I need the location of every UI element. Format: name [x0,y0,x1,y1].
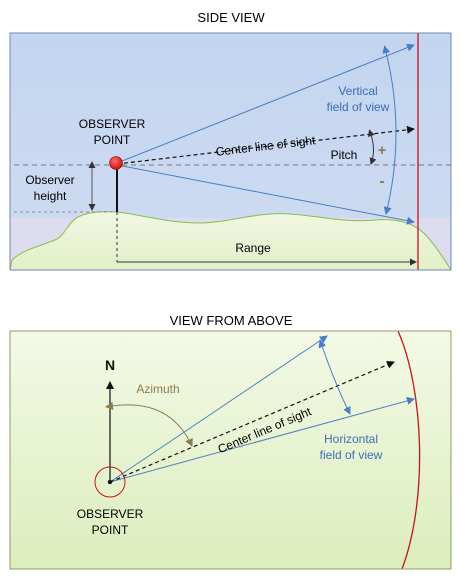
vertical-fov-label-2: field of view [327,100,390,114]
top-view-panel: N Azimuth Center line of sight Horizonta… [9,330,452,570]
vertical-fov-arc [382,45,397,215]
pitch-label: Pitch [331,148,358,162]
top-observer-point-label-1: OBSERVER [77,507,144,521]
azimuth-label: Azimuth [136,382,179,396]
horizontal-fov-label-2: field of view [320,448,383,462]
lower-view-ray [116,164,415,225]
horizontal-fov-arc [318,339,351,415]
horizontal-fov-label-1: Horizontal [324,432,378,446]
north-label: N [105,357,115,373]
center-line-of-sight-top [109,361,395,483]
upper-view-ray [116,43,415,164]
top-view-background [10,331,451,569]
observer-point-dot [107,479,113,485]
top-observer-point-label-2: POINT [92,523,129,537]
observer-height-label-1: Observer [25,173,74,187]
range-label: Range [235,241,271,255]
pitch-minus-sign: - [379,173,384,190]
right-view-ray [109,396,415,483]
observer-point-marker [109,156,123,170]
pitch-plus-sign: + [378,142,387,159]
pitch-arc [367,129,377,165]
terrain-profile [10,211,451,270]
side-view-panel: OBSERVER POINT Observer height Vertical … [9,32,452,271]
observer-range-circle [94,466,126,498]
observer-point-label-2: POINT [94,133,131,147]
top-view-border [9,330,452,570]
observer-height-label-2: height [34,189,67,203]
observer-point-label-1: OBSERVER [79,117,146,131]
center-line-of-sight [116,125,415,165]
top-view-title: VIEW FROM ABOVE [169,313,293,328]
side-view-title: SIDE VIEW [197,10,265,25]
range-limit-arc [397,330,421,570]
azimuth-arc [105,401,193,447]
left-view-ray [109,335,328,483]
vertical-fov-label-1: Vertical [338,84,377,98]
side-view-border [9,32,452,271]
